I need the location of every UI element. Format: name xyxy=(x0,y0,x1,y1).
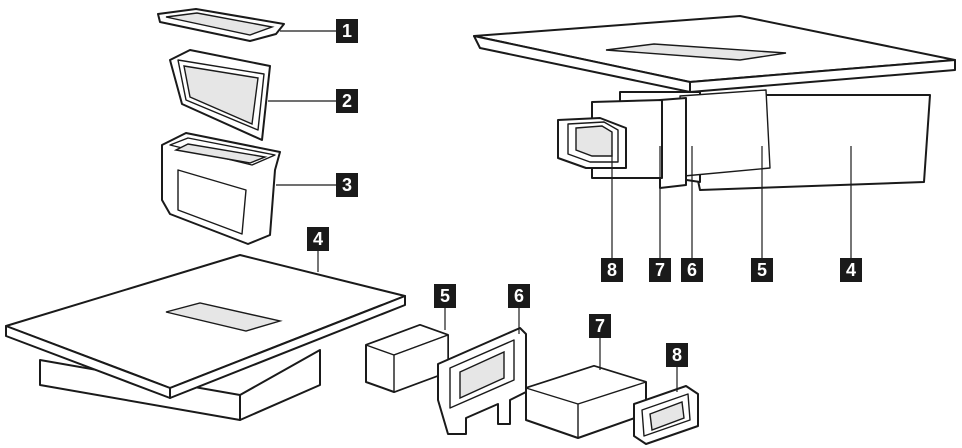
part-5-duct-adapter xyxy=(365,308,449,393)
part-4-hob-right-assembled xyxy=(473,15,956,258)
part-2-frame xyxy=(169,49,336,141)
part-3-housing xyxy=(161,132,336,245)
callout-7-left: 7 xyxy=(589,314,611,338)
callout-7-right: 7 xyxy=(649,258,671,282)
callout-2: 2 xyxy=(336,89,358,113)
callout-3: 3 xyxy=(336,173,358,197)
part-4-hob-left xyxy=(5,251,406,421)
callout-6-right: 6 xyxy=(681,258,703,282)
callout-8-left: 8 xyxy=(666,343,688,367)
part-7-duct-box xyxy=(525,338,647,439)
callout-5-left: 5 xyxy=(434,284,456,308)
callout-4-left: 4 xyxy=(307,227,329,251)
part-6-flange xyxy=(437,308,527,435)
part-1-filter-strip xyxy=(157,8,336,42)
callout-1: 1 xyxy=(336,19,358,43)
callout-6-left: 6 xyxy=(508,284,530,308)
callout-4-right: 4 xyxy=(840,258,862,282)
callout-5-right: 5 xyxy=(751,258,773,282)
part-8-ring-adapter xyxy=(633,367,699,445)
callout-8-right: 8 xyxy=(601,258,623,282)
